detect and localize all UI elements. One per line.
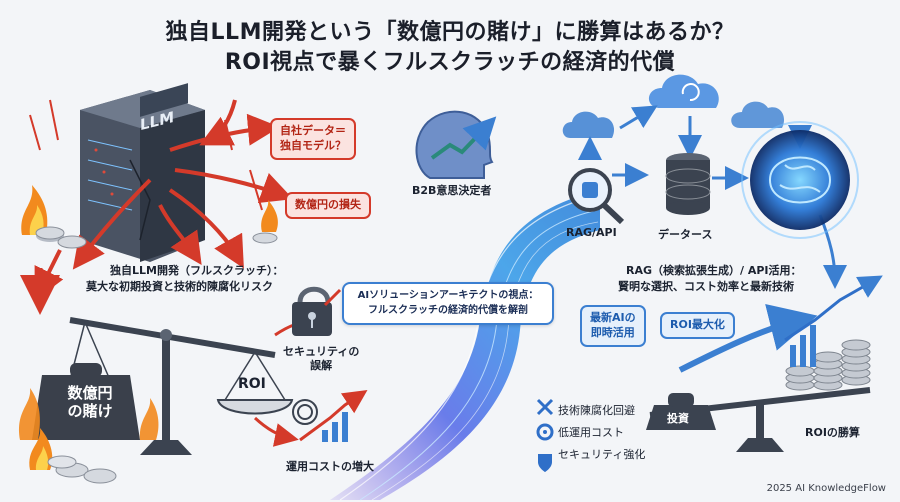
cost-label: 運用コストの増大	[286, 460, 374, 473]
rag-api-label: RAG/API	[566, 226, 617, 239]
cost-rise-icon	[292, 390, 368, 442]
legend-label: 技術陳腐化回避	[558, 404, 635, 417]
fire-coins-bottom	[29, 428, 117, 484]
rag-desc-2: 賢明な選択、コスト効率と最新技術	[618, 280, 794, 293]
legend-item-tech: 技術陳腐化回避	[558, 399, 645, 421]
footer-credit: 2025 AI KnowledgeFlow	[766, 483, 886, 494]
bubble-loss: 数億円の損失	[285, 192, 371, 219]
right-scale	[646, 275, 883, 452]
legend-label: 低運用コスト	[558, 426, 624, 439]
decision-maker-label: B2B意思決定者	[412, 184, 492, 197]
legend: 技術陳腐化回避 低運用コスト セキュリティ強化	[558, 399, 645, 465]
server-tower	[80, 83, 205, 262]
architect-view-box: AIソリューションアーキテクトの視点： フルスクラッチの経済的代償を解剖	[342, 282, 554, 325]
roi-up-arrow	[678, 304, 818, 373]
roi-pan-label: ROI	[238, 376, 266, 392]
roi-win-label: ROIの勝算	[805, 426, 860, 439]
arrow-to-cost	[253, 416, 299, 447]
page-subtitle: ROI視点で暴くフルスクラッチの経済的代償	[224, 50, 676, 75]
bubble-roi-max: ROI最大化	[660, 312, 735, 339]
legend-item-security: セキュリティ強化	[558, 443, 645, 465]
rag-desc-1: RAG（検索拡張生成）/ API活用：	[626, 264, 802, 277]
bubble-latest-ai: 最新AIの 即時活用	[580, 305, 646, 347]
bubble-own-data: 自社データ＝ 独自モデル？	[270, 118, 356, 160]
loss-arrows	[34, 99, 294, 301]
decision-maker-icon	[415, 110, 497, 179]
fire-coins-top	[21, 185, 278, 249]
dev-label-1: 独自LLM開発（フルスクラッチ）：	[110, 264, 284, 277]
legend-icons	[536, 398, 554, 472]
left-scale	[19, 317, 294, 455]
security-label: セキュリティの 誤解	[283, 345, 360, 373]
invest-label: 投資	[667, 412, 689, 425]
legend-label: セキュリティ強化	[558, 448, 646, 461]
magnifier-icon	[568, 168, 625, 225]
page-title: 独自LLM開発という「数億円の賭け」に勝算はあるか？	[165, 20, 735, 45]
weight-label: 数億円 の賭け	[67, 384, 113, 420]
cloud-icons	[562, 74, 785, 138]
legend-item-cost: 低運用コスト	[558, 421, 645, 443]
dev-label-2: 莫大な初期投資と技術的陳腐化リスク	[86, 280, 273, 293]
padlock-icon	[292, 286, 342, 336]
ai-brain-icon	[741, 121, 859, 239]
database-icon	[665, 153, 711, 215]
data-store-label: データース	[658, 228, 713, 241]
small-drop-arrows	[29, 99, 263, 211]
